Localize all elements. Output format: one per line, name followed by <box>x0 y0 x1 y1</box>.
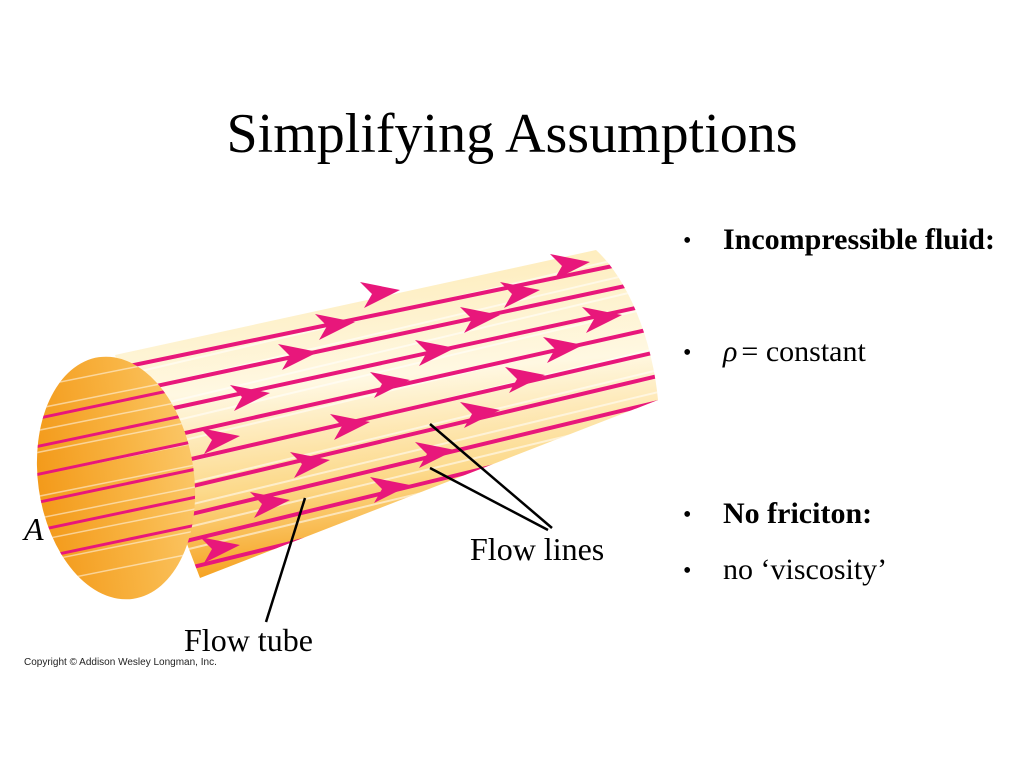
bullet-no-friction: • No friciton: <box>683 496 1013 534</box>
bullet-no-viscosity: • no ‘viscosity’ <box>683 552 1013 590</box>
label-flow-tube: Flow tube <box>184 622 313 658</box>
label-flow-lines: Flow lines <box>470 531 604 567</box>
bullet-incompressible: • Incompressible fluid: <box>683 222 1013 260</box>
flow-arrowheads <box>200 254 622 563</box>
bullet-text: No friciton: <box>723 497 873 530</box>
flow-tube-diagram: A Flow lines Flow tube <box>21 250 658 658</box>
label-area-a: A <box>22 511 44 547</box>
slide-title: Simplifying Assumptions <box>226 103 798 165</box>
copyright-notice: Copyright © Addison Wesley Longman, Inc. <box>24 657 217 668</box>
bullet-text: no ‘viscosity’ <box>723 553 888 586</box>
pointer-lines <box>264 423 553 623</box>
bullet-text: ρ= constant <box>723 335 866 368</box>
bullet-dot: • <box>683 228 692 254</box>
bullet-density-constant: • ρ= constant <box>683 334 1013 372</box>
bullet-text: Incompressible fluid: <box>723 223 995 256</box>
bullet-dot: • <box>683 558 692 584</box>
bullet-dot: • <box>683 340 692 366</box>
rho-symbol: ρ <box>723 335 738 368</box>
bullet-dot: • <box>683 502 692 528</box>
